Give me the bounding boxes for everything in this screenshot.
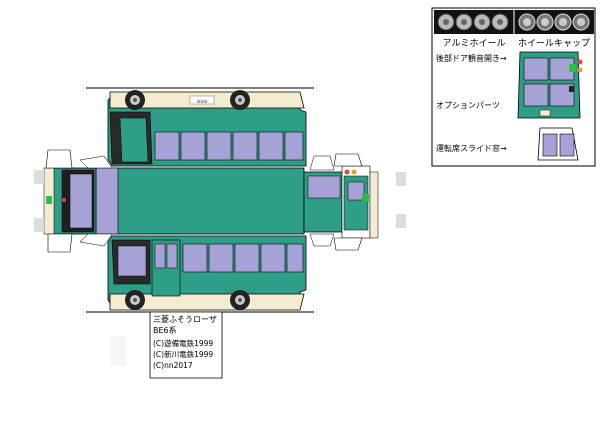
rear-face: [303, 153, 406, 251]
options-parts-label: オプションパーツ: [436, 101, 500, 110]
credit-line-3: (C)nn2017: [153, 361, 193, 370]
credits-tab: 三菱ふそうローザ BE6系 (C)遊備電鉄1999 (C)新川電鉄1999 (C…: [149, 311, 223, 379]
options-panel: アルミホイール ホイールキャップ 後部ドア観音開き→ オプションパーツ 運転席ス…: [431, 7, 596, 167]
alloy-wheel-label: アルミホイール: [443, 38, 506, 49]
destination-sign: [189, 95, 215, 105]
front-face: [34, 149, 113, 253]
model-series: BE6系: [153, 325, 177, 335]
roof-panel: [95, 167, 305, 235]
wheel-cap-label: ホイールキャップ: [518, 38, 590, 49]
alloy-wheel-icons: [437, 13, 509, 31]
credit-line-2: (C)新川電鉄1999: [153, 349, 213, 359]
driver-window-label: 運転席スライド窓→: [436, 143, 507, 153]
side-panel-lower: [107, 235, 307, 311]
wheel-cap-icons: [518, 13, 590, 31]
side-panel-upper: ≡≡≡: [107, 90, 307, 167]
faint-mark: [110, 336, 126, 366]
credit-line-1: (C)遊備電鉄1999: [153, 338, 213, 348]
model-name: 三菱ふそうローザ: [153, 314, 217, 324]
rear-door-part: [517, 51, 583, 119]
destination-sign-glyphs: ≡≡≡: [197, 98, 208, 105]
driver-slide-window-part: [537, 127, 579, 161]
rear-door-label: 後部ドア観音開き→: [436, 53, 507, 63]
